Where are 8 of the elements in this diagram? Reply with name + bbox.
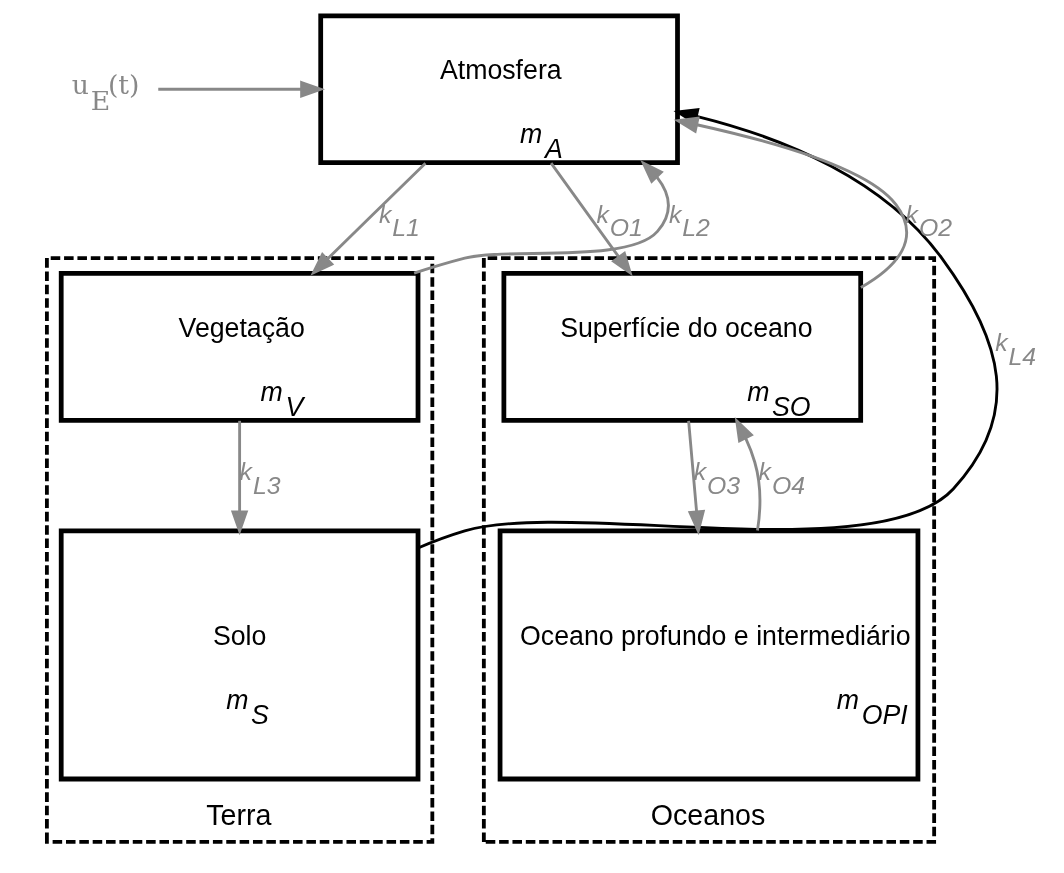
arrow <box>413 159 670 275</box>
arrow <box>309 162 426 276</box>
arrow <box>673 116 908 289</box>
arrow <box>686 420 705 536</box>
arrow <box>157 80 325 98</box>
arrow <box>734 417 761 531</box>
arrow <box>549 162 633 277</box>
arrow <box>230 420 248 536</box>
